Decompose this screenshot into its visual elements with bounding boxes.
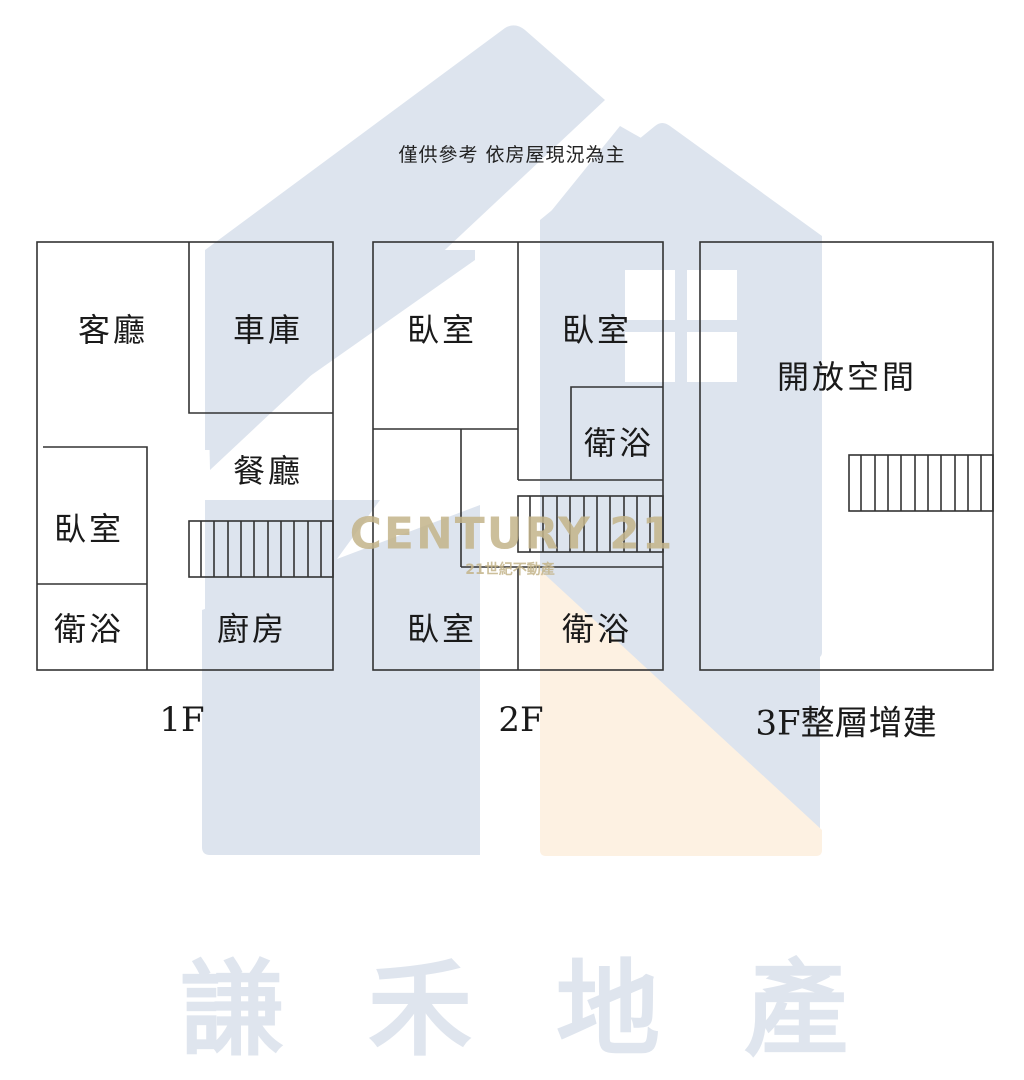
floor-label-1f: 1F xyxy=(159,700,205,740)
room-garage-1f: 車庫 xyxy=(232,311,304,349)
floor-plan-3f xyxy=(699,241,994,671)
room-bathroom-1f: 衛浴 xyxy=(53,610,125,648)
brand-char-1: 謙 xyxy=(179,948,285,1071)
century21-logo-subtext: 21世紀不動產 xyxy=(465,562,555,578)
room-bedroom-2f-a: 臥室 xyxy=(406,311,478,349)
room-living-room-1f: 客廳 xyxy=(77,311,149,349)
room-bedroom-2f-b: 臥室 xyxy=(561,311,633,349)
room-open-space-3f: 開放空間 xyxy=(776,358,918,396)
floor-plan-1f xyxy=(36,241,334,671)
room-bedroom-2f-c: 臥室 xyxy=(406,610,478,648)
century21-logo-text: CENTURY 21 xyxy=(349,508,675,560)
brand-char-3: 地 xyxy=(555,948,661,1071)
floor-plan-2f xyxy=(372,241,664,671)
floor-label-2f: 2F xyxy=(498,700,544,740)
room-bathroom-2f-b: 衛浴 xyxy=(561,610,633,648)
disclaimer-text: 僅供參考 依房屋現況為主 xyxy=(398,144,626,166)
brand-char-4: 產 xyxy=(743,948,849,1071)
brand-char-2: 禾 xyxy=(367,948,473,1071)
room-kitchen-1f: 廚房 xyxy=(216,610,288,648)
room-dining-room-1f: 餐廳 xyxy=(232,452,304,490)
floor-label-3f: 3F整層增建 xyxy=(755,703,937,744)
room-bedroom-1f: 臥室 xyxy=(53,510,125,548)
room-bathroom-2f-a: 衛浴 xyxy=(583,424,655,462)
